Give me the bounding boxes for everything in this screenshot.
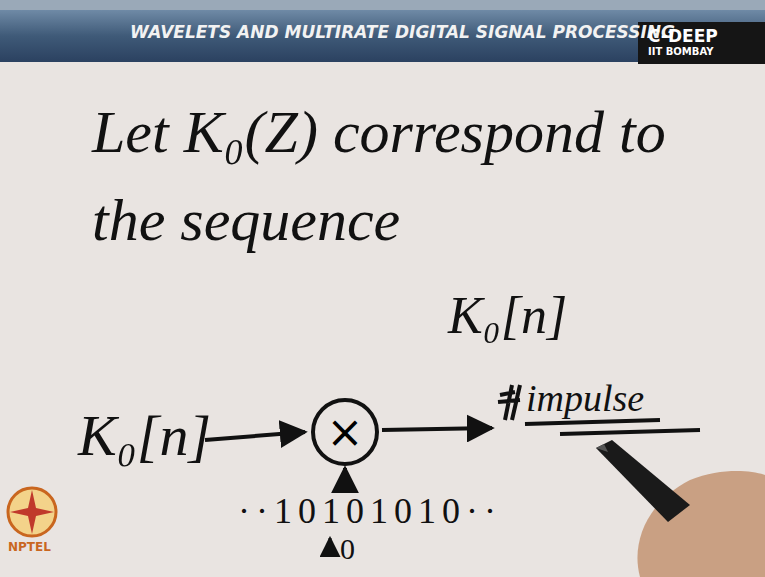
operator-symbol: × — [327, 410, 364, 454]
course-title: WAVELETS AND MULTIRATE DIGITAL SIGNAL PR… — [130, 22, 675, 42]
output-arrow — [382, 428, 492, 430]
nptel-logo — [8, 488, 56, 536]
output-note: impulse — [526, 376, 644, 420]
sequence-values: ··10101010·· — [238, 490, 502, 532]
underline — [560, 430, 700, 434]
input-signal: K₀[n] — [78, 402, 211, 469]
nptel-text: NPTEL — [8, 540, 51, 554]
nptel-star — [10, 490, 54, 534]
header-band — [0, 10, 765, 62]
underline — [525, 420, 660, 424]
sequence-name: K₀[n] — [448, 286, 567, 345]
logo-text: IIT BOMBAY — [648, 46, 713, 57]
time-origin: 0 — [340, 532, 355, 566]
marker-tip — [596, 444, 608, 452]
statement: Let K₀(Z) correspond to the sequence — [92, 88, 682, 264]
marker — [596, 440, 690, 522]
scribble — [498, 385, 520, 420]
top-strip — [0, 0, 765, 10]
multiplier-circle: × — [311, 398, 379, 466]
sequence-arrow — [343, 468, 347, 488]
logo-text: C-DEEP — [648, 26, 718, 46]
input-arrow — [205, 432, 305, 440]
logo-box — [638, 22, 765, 64]
origin-arrow — [329, 538, 332, 552]
